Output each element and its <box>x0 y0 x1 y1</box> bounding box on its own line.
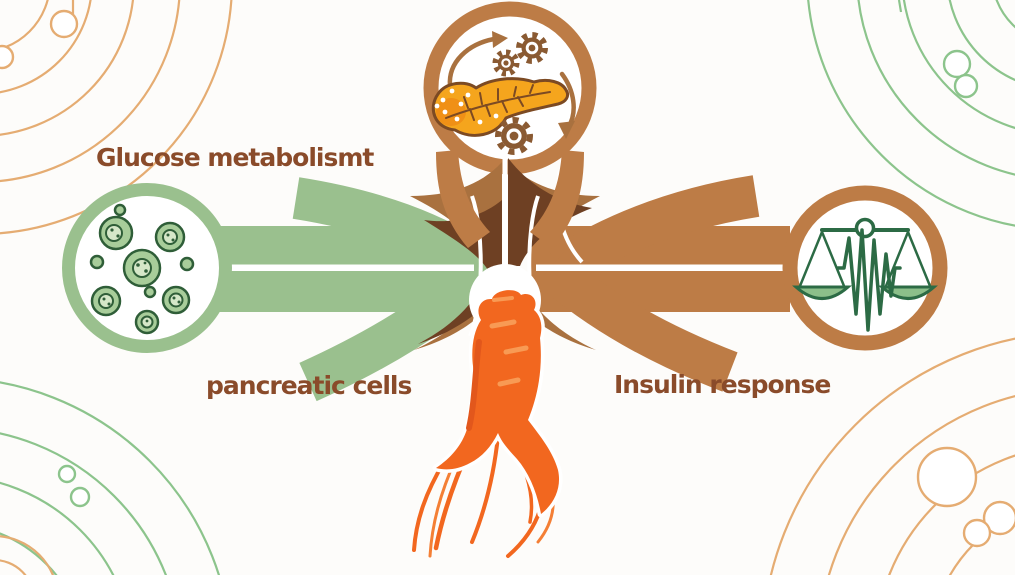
ecg-line <box>836 228 902 332</box>
top-node-neck <box>436 150 584 248</box>
branch-lower-left-green <box>299 250 505 402</box>
pancreas-gears-icon <box>431 31 576 155</box>
cycle-arrow-left <box>447 36 497 89</box>
scale-pivot <box>854 217 876 239</box>
pancreatic-cells-icon <box>89 203 195 335</box>
scale-right-pan <box>878 285 938 300</box>
label-glucose-metabolism: Glucose metabolismt <box>96 143 374 172</box>
label-insulin-response: Insulin response <box>614 370 831 399</box>
ginseng-root-icon <box>412 264 563 558</box>
corner-decoration-bottom-right <box>769 337 1015 575</box>
scale-left-pan <box>792 285 852 300</box>
gear-icon <box>495 117 533 155</box>
corner-decoration-bottom-left <box>0 381 220 575</box>
label-pancreatic-cells: pancreatic cells <box>206 371 412 400</box>
branch-upper-right-brown <box>548 175 760 286</box>
pancreas-dots <box>434 88 499 125</box>
corner-decoration-top-left <box>0 0 233 235</box>
gear-icon <box>492 49 520 77</box>
balance-scale-ecg-icon <box>792 217 938 332</box>
pancreas-shape <box>431 77 570 137</box>
gear-icon <box>516 32 548 64</box>
root-body <box>432 286 563 518</box>
center-vertical-line <box>502 156 508 306</box>
branch-lower-right-brown <box>536 252 738 392</box>
corner-decoration-top-right <box>807 0 1015 227</box>
